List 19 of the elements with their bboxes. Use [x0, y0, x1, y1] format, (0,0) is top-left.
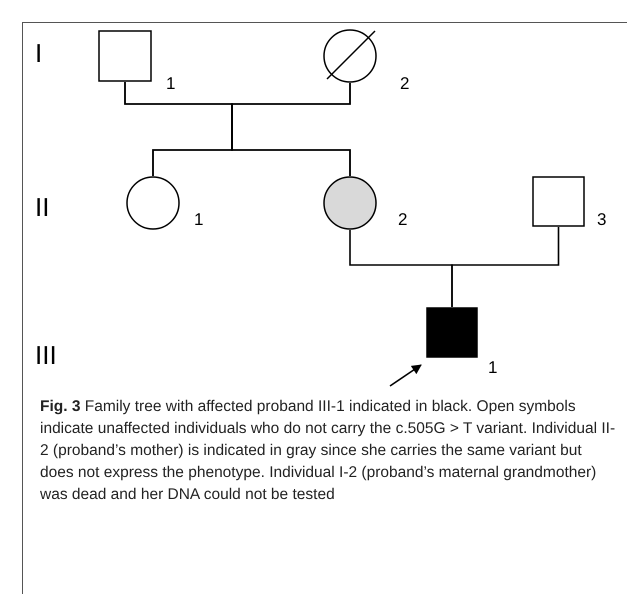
affected-male-symbol: [426, 307, 478, 358]
male-symbol: [98, 30, 152, 82]
pedigree-line: [231, 83, 351, 176]
proband-arrow: [390, 364, 422, 387]
carrier-female-symbol: [323, 176, 377, 230]
individual-number: 1: [194, 210, 204, 230]
figure-caption: Fig. 3 Family tree with affected proband III-1 indicated in black. Open symbols indicate unaffected individuals who do not carry the c.505G > T variant. Individual II-2 (proband’s mother) is indicated in gray since she carries the same variant but does not express the phenotype. Individual I-2 (proband’s maternal grandmother) was dead and her DNA could not be tested: [40, 397, 616, 505]
female-symbol: [126, 176, 180, 230]
generation-numeral: I: [35, 38, 42, 69]
individual-number: 2: [400, 74, 410, 94]
individual-number: 1: [166, 74, 176, 94]
generation-numeral: II: [35, 192, 50, 223]
deceased-female-symbol: [323, 29, 377, 83]
generation-numeral: III: [35, 340, 57, 371]
individual-number: 1: [488, 358, 498, 378]
individual-number: 2: [398, 210, 408, 230]
male-symbol: [532, 176, 585, 227]
individual-number: 3: [597, 210, 606, 230]
pedigree-line: [451, 227, 560, 307]
